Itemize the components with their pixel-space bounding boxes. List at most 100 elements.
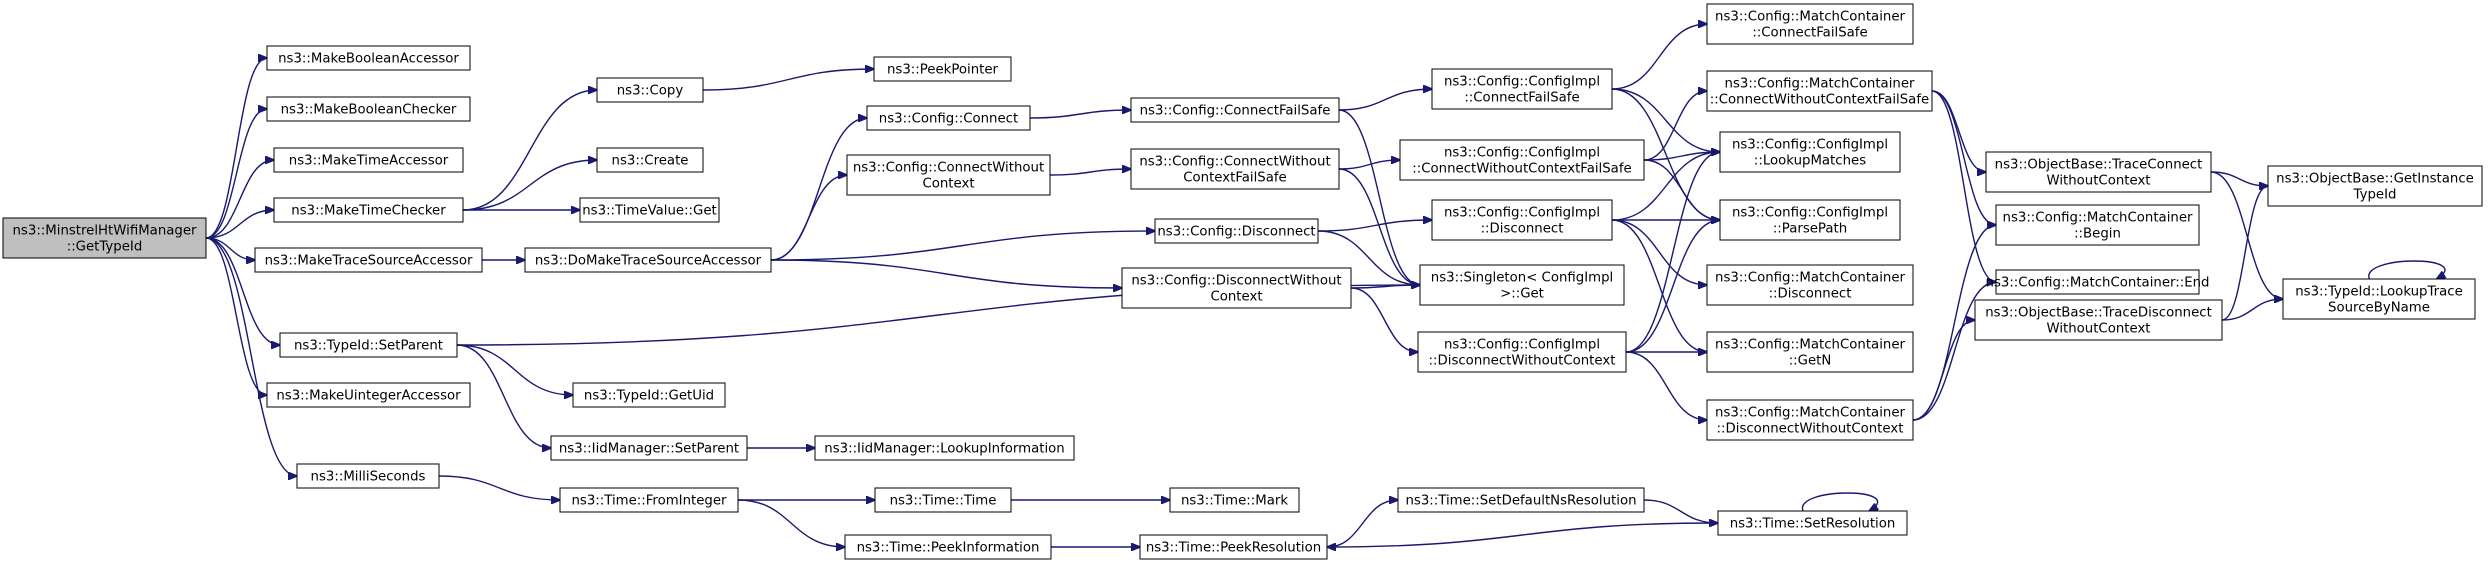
node-label: WithoutContext <box>2046 322 2150 337</box>
edge-ob_tracedisconnect_wo-to-ob_getinstancetypeid <box>2221 186 2268 321</box>
node-box <box>1706 399 1914 441</box>
node-mc_connectfs[interactable]: ns3::Config::MatchContainer::ConnectFail… <box>1706 3 1914 45</box>
node-label: ::ConnectFailSafe <box>1752 26 1867 41</box>
edge-impl_disconnect_wo-to-impl_parsepath <box>1625 220 1720 353</box>
node-mc_getn[interactable]: ns3::Config::MatchContainer::GetN <box>1706 331 1914 373</box>
node-label: ns3::Config::MatchContainer <box>1715 10 1905 25</box>
node-mk_trace_src[interactable]: ns3::MakeTraceSourceAccessor <box>254 247 483 273</box>
node-label: ns3::Config::Disconnect <box>1157 225 1315 240</box>
node-box <box>874 487 1012 513</box>
node-time_peekres[interactable]: ns3::Time::PeekResolution <box>1139 534 1328 560</box>
node-time_setres[interactable]: ns3::Time::SetResolution <box>1717 510 1908 536</box>
node-box <box>296 463 440 489</box>
node-mk_bool_chk[interactable]: ns3::MakeBooleanChecker <box>266 96 471 122</box>
node-label: ns3::Time::Mark <box>1181 494 1288 509</box>
edge-impl_disconnect-to-mc_getn <box>1611 219 1707 352</box>
node-label: ns3::PeekPointer <box>887 63 999 78</box>
node-cfg_connect_wo[interactable]: ns3::Config::ConnectWithoutContext <box>846 154 1051 196</box>
node-cfg_connect_wo_fs[interactable]: ns3::Config::ConnectWithoutContextFailSa… <box>1130 148 1340 190</box>
edge-cfg_connect_wo_fs-to-singleton_get <box>1338 168 1420 285</box>
node-milliseconds[interactable]: ns3::MilliSeconds <box>296 463 440 489</box>
node-cfg_disconnect[interactable]: ns3::Config::Disconnect <box>1154 218 1319 244</box>
node-label: ::Disconnect <box>1481 222 1564 237</box>
node-label: ns3::TypeId::GetUid <box>584 389 714 404</box>
node-impl_parsepath[interactable]: ns3::Config::ConfigImpl::ParsePath <box>1719 199 1901 241</box>
edge-cfg_disconnect_wo-to-singleton_get <box>1350 285 1420 288</box>
node-root[interactable]: ns3::MinstrelHtWifiManager::GetTypeId <box>2 217 207 259</box>
node-peekpointer[interactable]: ns3::PeekPointer <box>873 56 1012 82</box>
node-mk_time_acc[interactable]: ns3::MakeTimeAccessor <box>273 147 464 173</box>
node-box <box>2282 278 2476 320</box>
node-label: ns3::Config::ConfigImpl <box>1444 75 1600 90</box>
node-ob_tracedisconnect_wo[interactable]: ns3::ObjectBase::TraceDisconnectWithoutC… <box>1974 299 2223 341</box>
node-typeid_getuid[interactable]: ns3::TypeId::GetUid <box>572 382 726 408</box>
edge-impl_disconnect-to-impl_lookupmatches <box>1611 152 1720 221</box>
node-box <box>1431 199 1613 241</box>
node-time_fromint[interactable]: ns3::Time::FromInteger <box>559 487 739 513</box>
node-impl_connect_wo_fs[interactable]: ns3::Config::ConfigImpl::ConnectWithoutC… <box>1399 139 1645 181</box>
node-box <box>1985 151 2212 193</box>
node-box <box>1995 269 2200 295</box>
node-mc_end[interactable]: ns3::Config::MatchContainer::End <box>1986 269 2210 295</box>
node-label: ns3::Config::ConfigImpl <box>1732 206 1888 221</box>
node-time_setdefres[interactable]: ns3::Time::SetDefaultNsResolution <box>1397 487 1645 513</box>
node-time_peekinfo[interactable]: ns3::Time::PeekInformation <box>844 534 1052 560</box>
edge-cfg_disconnect_wo-to-impl_disconnect_wo <box>1350 287 1418 352</box>
node-box <box>2267 165 2483 207</box>
node-box <box>1130 148 1340 190</box>
node-iid_lookupinfo[interactable]: ns3::IidManager::LookupInformation <box>814 435 1075 461</box>
node-box <box>1974 299 2223 341</box>
node-impl_disconnect_wo[interactable]: ns3::Config::ConfigImpl::DisconnectWitho… <box>1417 331 1627 373</box>
node-ob_traceconnect_wo[interactable]: ns3::ObjectBase::TraceConnectWithoutCont… <box>1985 151 2212 193</box>
node-label: ns3::Time::SetResolution <box>1730 517 1896 532</box>
node-iid_setparent[interactable]: ns3::IidManager::SetParent <box>550 435 748 461</box>
node-mc_connect_wo_fs[interactable]: ns3::Config::MatchContainer::ConnectWith… <box>1706 70 1933 112</box>
node-create[interactable]: ns3::Create <box>596 147 704 173</box>
node-cfg_disconnect_wo[interactable]: ns3::Config::DisconnectWithoutContext <box>1121 267 1352 309</box>
node-do_mk_trace[interactable]: ns3::DoMakeTraceSourceAccessor <box>524 247 772 273</box>
node-time_time[interactable]: ns3::Time::Time <box>874 487 1012 513</box>
node-label: ns3::Time::FromInteger <box>571 494 727 509</box>
node-box <box>524 247 772 273</box>
edge-typeid_setparent-to-iid_setparent <box>456 344 551 448</box>
node-cfg_connect[interactable]: ns3::Config::Connect <box>866 105 1031 131</box>
edge-do_mk_trace-to-cfg_disconnect <box>770 231 1155 261</box>
node-mc_disconnect[interactable]: ns3::Config::MatchContainer::Disconnect <box>1706 264 1914 306</box>
edge-mc_disconnect_wo-to-mc_end <box>1912 282 1996 421</box>
node-label: ns3::DoMakeTraceSourceAccessor <box>535 254 762 269</box>
node-box <box>266 382 471 408</box>
edge-typeid_setparent-to-typeid_getuid <box>456 344 573 395</box>
node-mk_uint_acc[interactable]: ns3::MakeUintegerAccessor <box>266 382 471 408</box>
node-timevalue_get[interactable]: ns3::TimeValue::Get <box>579 197 720 223</box>
node-mc_begin[interactable]: ns3::Config::MatchContainer::Begin <box>1995 204 2200 246</box>
node-label: ns3::Config::ConnectWithout <box>853 161 1044 176</box>
edge-mk_time_chk-to-create <box>462 160 597 211</box>
edge-layer <box>205 24 2445 547</box>
node-label: ns3::Copy <box>617 84 684 99</box>
node-singleton_get[interactable]: ns3::Singleton< ConfigImpl >::Get <box>1419 264 1625 306</box>
edge-impl_disconnect_wo-to-mc_disconnect_wo <box>1625 351 1707 420</box>
node-mk_bool_acc[interactable]: ns3::MakeBooleanAccessor <box>266 45 471 71</box>
edge-cfg_connectfs-to-singleton_get <box>1338 109 1420 285</box>
node-label: ns3::Config::ConnectFailSafe <box>1140 104 1331 119</box>
node-label: ns3::MakeBooleanAccessor <box>278 52 459 67</box>
node-box <box>846 154 1051 196</box>
node-cfg_connectfs[interactable]: ns3::Config::ConnectFailSafe <box>1130 97 1340 123</box>
node-typeid_setparent[interactable]: ns3::TypeId::SetParent <box>279 332 458 358</box>
node-copy[interactable]: ns3::Copy <box>596 77 704 103</box>
node-box <box>1130 97 1340 123</box>
node-label: ns3::IidManager::SetParent <box>559 442 739 457</box>
edge-impl_connectfs-to-mc_connectfs <box>1611 24 1707 90</box>
node-impl_lookupmatches[interactable]: ns3::Config::ConfigImpl::LookupMatches <box>1719 131 1901 173</box>
node-box <box>572 382 726 408</box>
node-label: TypeId <box>2353 188 2397 203</box>
edge-copy-to-peekpointer <box>702 69 874 91</box>
node-impl_connectfs[interactable]: ns3::Config::ConfigImpl::ConnectFailSafe <box>1431 68 1613 110</box>
node-time_mark[interactable]: ns3::Time::Mark <box>1169 487 1300 513</box>
node-label: ns3::Config::Connect <box>879 112 1018 127</box>
node-mc_disconnect_wo[interactable]: ns3::Config::MatchContainer::DisconnectW… <box>1706 399 1914 441</box>
node-impl_disconnect[interactable]: ns3::Config::ConfigImpl::Disconnect <box>1431 199 1613 241</box>
node-mk_time_chk[interactable]: ns3::MakeTimeChecker <box>273 197 464 223</box>
